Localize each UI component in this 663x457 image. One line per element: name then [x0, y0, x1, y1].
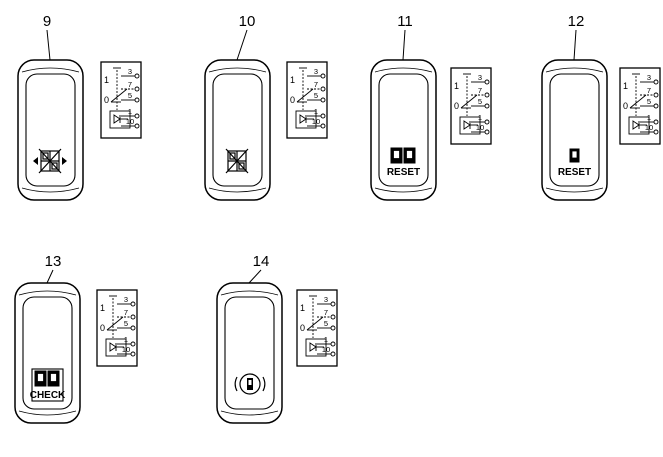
position-label: 1 [100, 303, 105, 313]
rocker-face [224, 296, 275, 410]
brake-warning-icon [234, 373, 266, 395]
callout-number: 12 [568, 13, 585, 30]
callout-number: 10 [239, 13, 256, 30]
terminal-label: 3 [478, 73, 482, 82]
terminal-label: 7 [324, 308, 328, 317]
switch-label: RESET [558, 167, 591, 178]
double-unit-icon [390, 147, 416, 164]
position-label: 0 [454, 101, 459, 111]
double-unit-icon [34, 370, 60, 387]
terminal-label: 7 [314, 80, 318, 89]
leader-line [46, 29, 51, 61]
position-label: 0 [100, 323, 105, 333]
rocker-switch [216, 282, 283, 424]
terminal-label: 5 [647, 97, 651, 106]
position-label: 1 [104, 75, 109, 85]
position-label: 0 [300, 323, 305, 333]
callout-number: 9 [43, 13, 51, 30]
position-label: 0 [290, 95, 295, 105]
position-label: 1 [623, 81, 628, 91]
rocker-switch: CHECK [14, 282, 81, 424]
terminal-label: 7 [647, 86, 651, 95]
rocker-switch [17, 59, 84, 201]
rocker-switch [204, 59, 271, 201]
diff-lock-arrows-icon [33, 148, 67, 174]
symbol-frame [31, 368, 64, 402]
terminal-label: 5 [478, 97, 482, 106]
position-label: 0 [104, 95, 109, 105]
terminal-label: 3 [128, 67, 132, 76]
terminal-label: 5 [124, 319, 128, 328]
switch-label: CHECK [30, 390, 66, 401]
rocker-switch: RESET [370, 59, 437, 201]
position-label: 0 [623, 101, 628, 111]
switch-label: RESET [387, 167, 420, 178]
callout-number: 14 [253, 253, 270, 270]
leader-line [573, 29, 577, 61]
leader-line [248, 269, 262, 284]
terminal-label: 3 [647, 73, 651, 82]
rocker-face [212, 73, 263, 187]
single-unit-icon [569, 148, 580, 163]
terminal-label: 3 [324, 295, 328, 304]
terminal-label: 7 [128, 80, 132, 89]
position-label: 1 [454, 81, 459, 91]
diff-lock-icon [225, 148, 249, 174]
callout-number: 11 [397, 13, 413, 30]
leader-line [402, 29, 406, 61]
leader-line [236, 29, 248, 61]
position-label: 1 [300, 303, 305, 313]
position-label: 1 [290, 75, 295, 85]
callout-number: 13 [45, 253, 62, 270]
terminal-label: 5 [324, 319, 328, 328]
rocker-face [549, 73, 600, 187]
rocker-switch: RESET [541, 59, 608, 201]
terminal-label: 7 [478, 86, 482, 95]
terminal-label: 3 [124, 295, 128, 304]
terminal-label: 3 [314, 67, 318, 76]
terminal-label: 5 [128, 91, 132, 100]
terminal-label: 7 [124, 308, 128, 317]
leader-line [46, 269, 54, 284]
terminal-label: 5 [314, 91, 318, 100]
